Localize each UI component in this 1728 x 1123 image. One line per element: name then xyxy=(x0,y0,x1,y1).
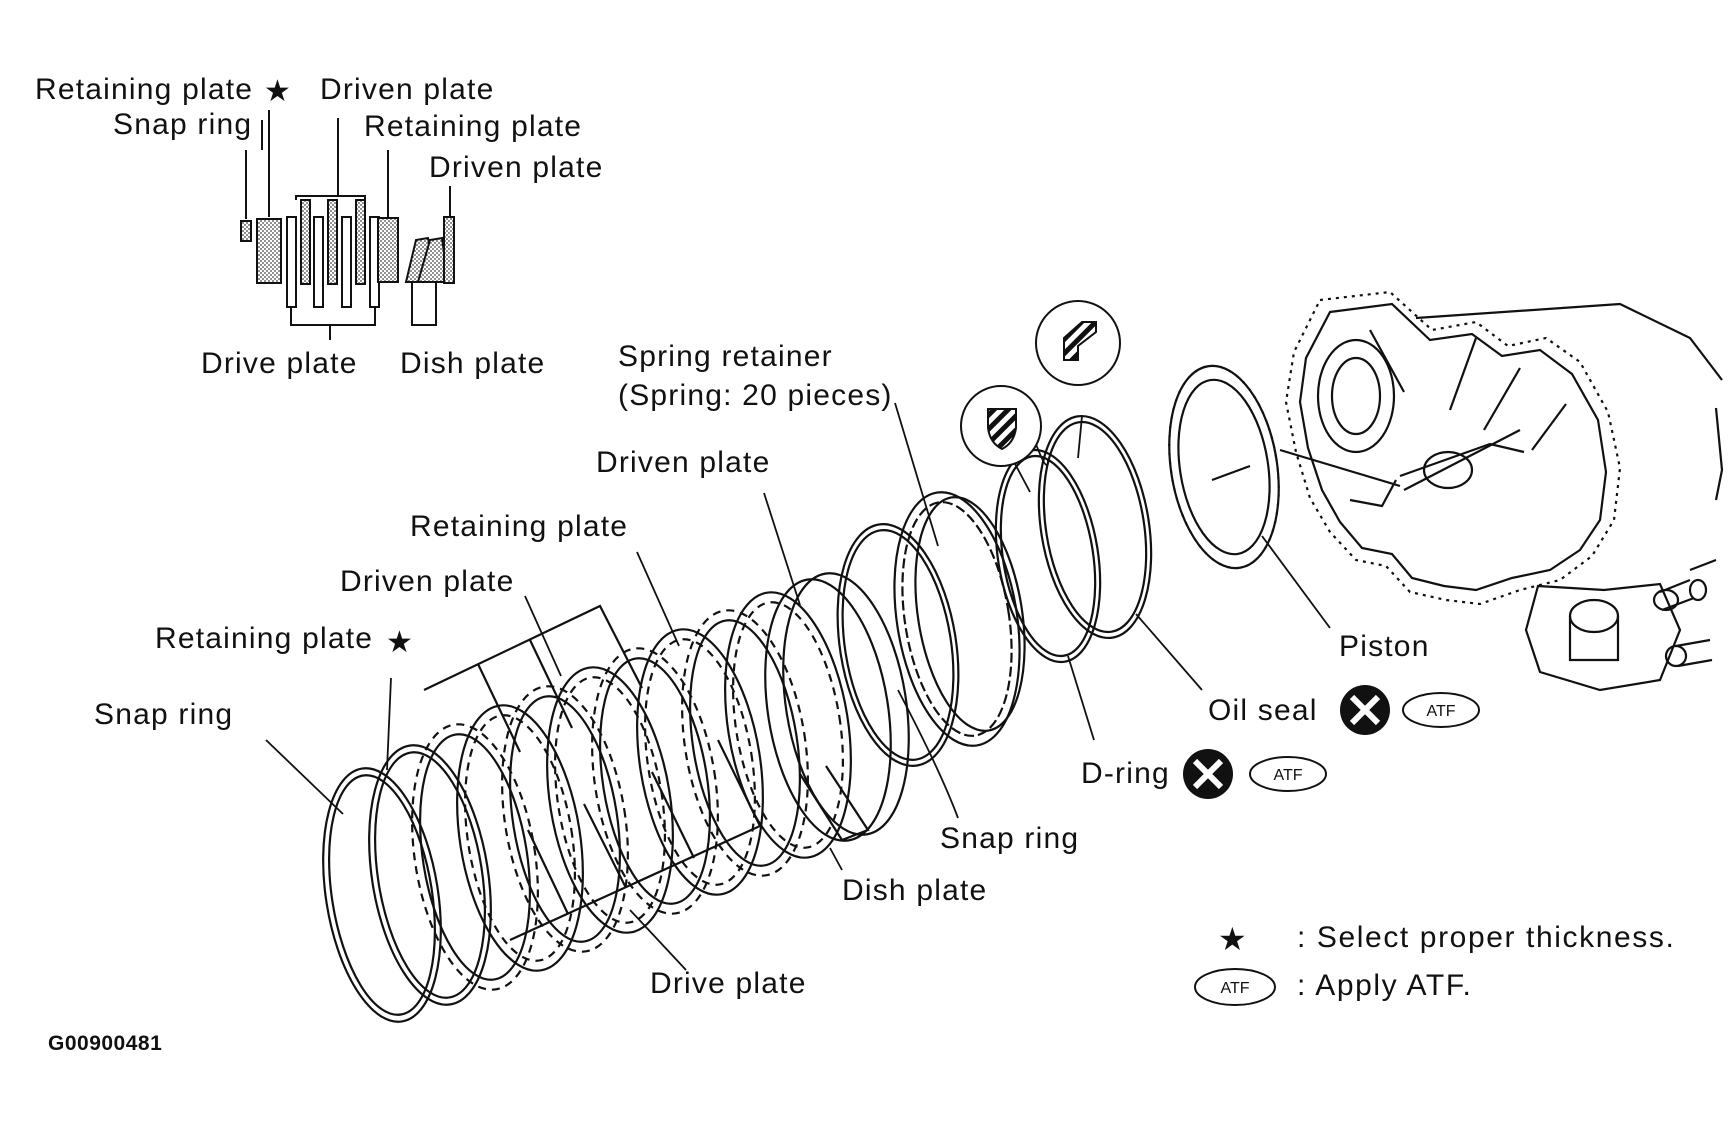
inset-driven-plate-end xyxy=(443,216,455,284)
inset-drive-plate xyxy=(286,216,297,308)
apply-petroleum-jelly-icon xyxy=(987,408,1017,451)
retaining-plate-left xyxy=(368,744,492,1006)
label-driven-plate-b: Driven plate xyxy=(340,565,514,598)
label-driven-plate-a: Driven plate xyxy=(596,446,770,479)
figure-code: G00900481 xyxy=(48,1032,162,1055)
svg-text:ATF: ATF xyxy=(1273,767,1302,784)
inset-retaining-plate-left xyxy=(256,218,282,284)
clutch-pack xyxy=(322,364,1280,1023)
transmission-case xyxy=(1279,290,1724,692)
inset-driven-plate xyxy=(300,199,311,285)
legend-star-text: : Select proper thickness. xyxy=(1297,921,1675,954)
inset-label-drive-plate: Drive plate xyxy=(201,347,358,380)
inset-label-retaining-plate-top: Retaining plate xyxy=(35,73,253,106)
callout-bubble-right xyxy=(1035,300,1121,386)
inset-driven-plate xyxy=(355,199,366,285)
inset-retaining-plate-right xyxy=(377,217,399,283)
inset-drive-plate xyxy=(313,216,324,308)
legend: ★ : Select proper thickness. ATF : Apply… xyxy=(1194,921,1675,1006)
atf-icon: ATF xyxy=(1402,692,1480,728)
snap-ring-left xyxy=(322,767,442,1023)
star-icon: ★ xyxy=(264,75,291,108)
inset-label-driven-plate-top: Driven plate xyxy=(320,73,494,106)
inset-label-dish-plate: Dish plate xyxy=(400,347,545,380)
label-spring-retainer: Spring retainer xyxy=(618,340,833,373)
label-retaining-plate-a: Retaining plate xyxy=(410,510,628,543)
atf-icon: ATF xyxy=(1194,968,1276,1006)
star-icon: ★ xyxy=(386,626,413,659)
inset-snap-ring xyxy=(240,220,252,242)
plate-bracket-top xyxy=(423,604,643,691)
label-drive-plate: Drive plate xyxy=(650,967,807,1000)
inset-driven-plate xyxy=(327,199,338,285)
piston xyxy=(1168,364,1280,570)
atf-icon: ATF xyxy=(1249,756,1327,792)
label-snap-ring-left: Snap ring xyxy=(94,698,233,731)
callout-bubble-left xyxy=(960,385,1042,467)
plate-stack xyxy=(411,572,910,991)
legend-atf-text: : Apply ATF. xyxy=(1297,969,1472,1002)
label-oil-seal: Oil seal xyxy=(1208,694,1318,727)
do-not-reuse-icon xyxy=(1340,685,1390,735)
leader-lines xyxy=(265,402,1331,971)
star-icon: ★ xyxy=(1218,921,1247,957)
label-d-ring: D-ring xyxy=(1081,757,1170,790)
inset-label-retaining-plate-right: Retaining plate xyxy=(364,110,582,143)
inset-drive-plate xyxy=(341,216,352,308)
svg-text:ATF: ATF xyxy=(1426,703,1455,720)
do-not-reuse-icon xyxy=(1183,749,1233,799)
apply-sealant-icon xyxy=(1063,321,1097,361)
inset-label-driven-plate-right: Driven plate xyxy=(429,151,603,184)
label-spring-count: (Spring: 20 pieces) xyxy=(618,379,893,412)
plate-bracket-bottom xyxy=(509,739,762,942)
inset-cross-section xyxy=(240,110,455,340)
oil-seal xyxy=(1037,414,1153,640)
dish-bracket xyxy=(799,765,870,842)
inset-dish-plate xyxy=(416,236,450,283)
label-snap-ring-mid: Snap ring xyxy=(940,822,1079,855)
svg-text:ATF: ATF xyxy=(1220,980,1249,997)
label-piston: Piston xyxy=(1339,630,1430,663)
inset-label-snap-ring: Snap ring xyxy=(113,108,252,141)
snap-ring-mid xyxy=(836,523,960,767)
label-dish-plate: Dish plate xyxy=(842,874,987,907)
label-retaining-plate-b: Retaining plate xyxy=(155,622,373,655)
